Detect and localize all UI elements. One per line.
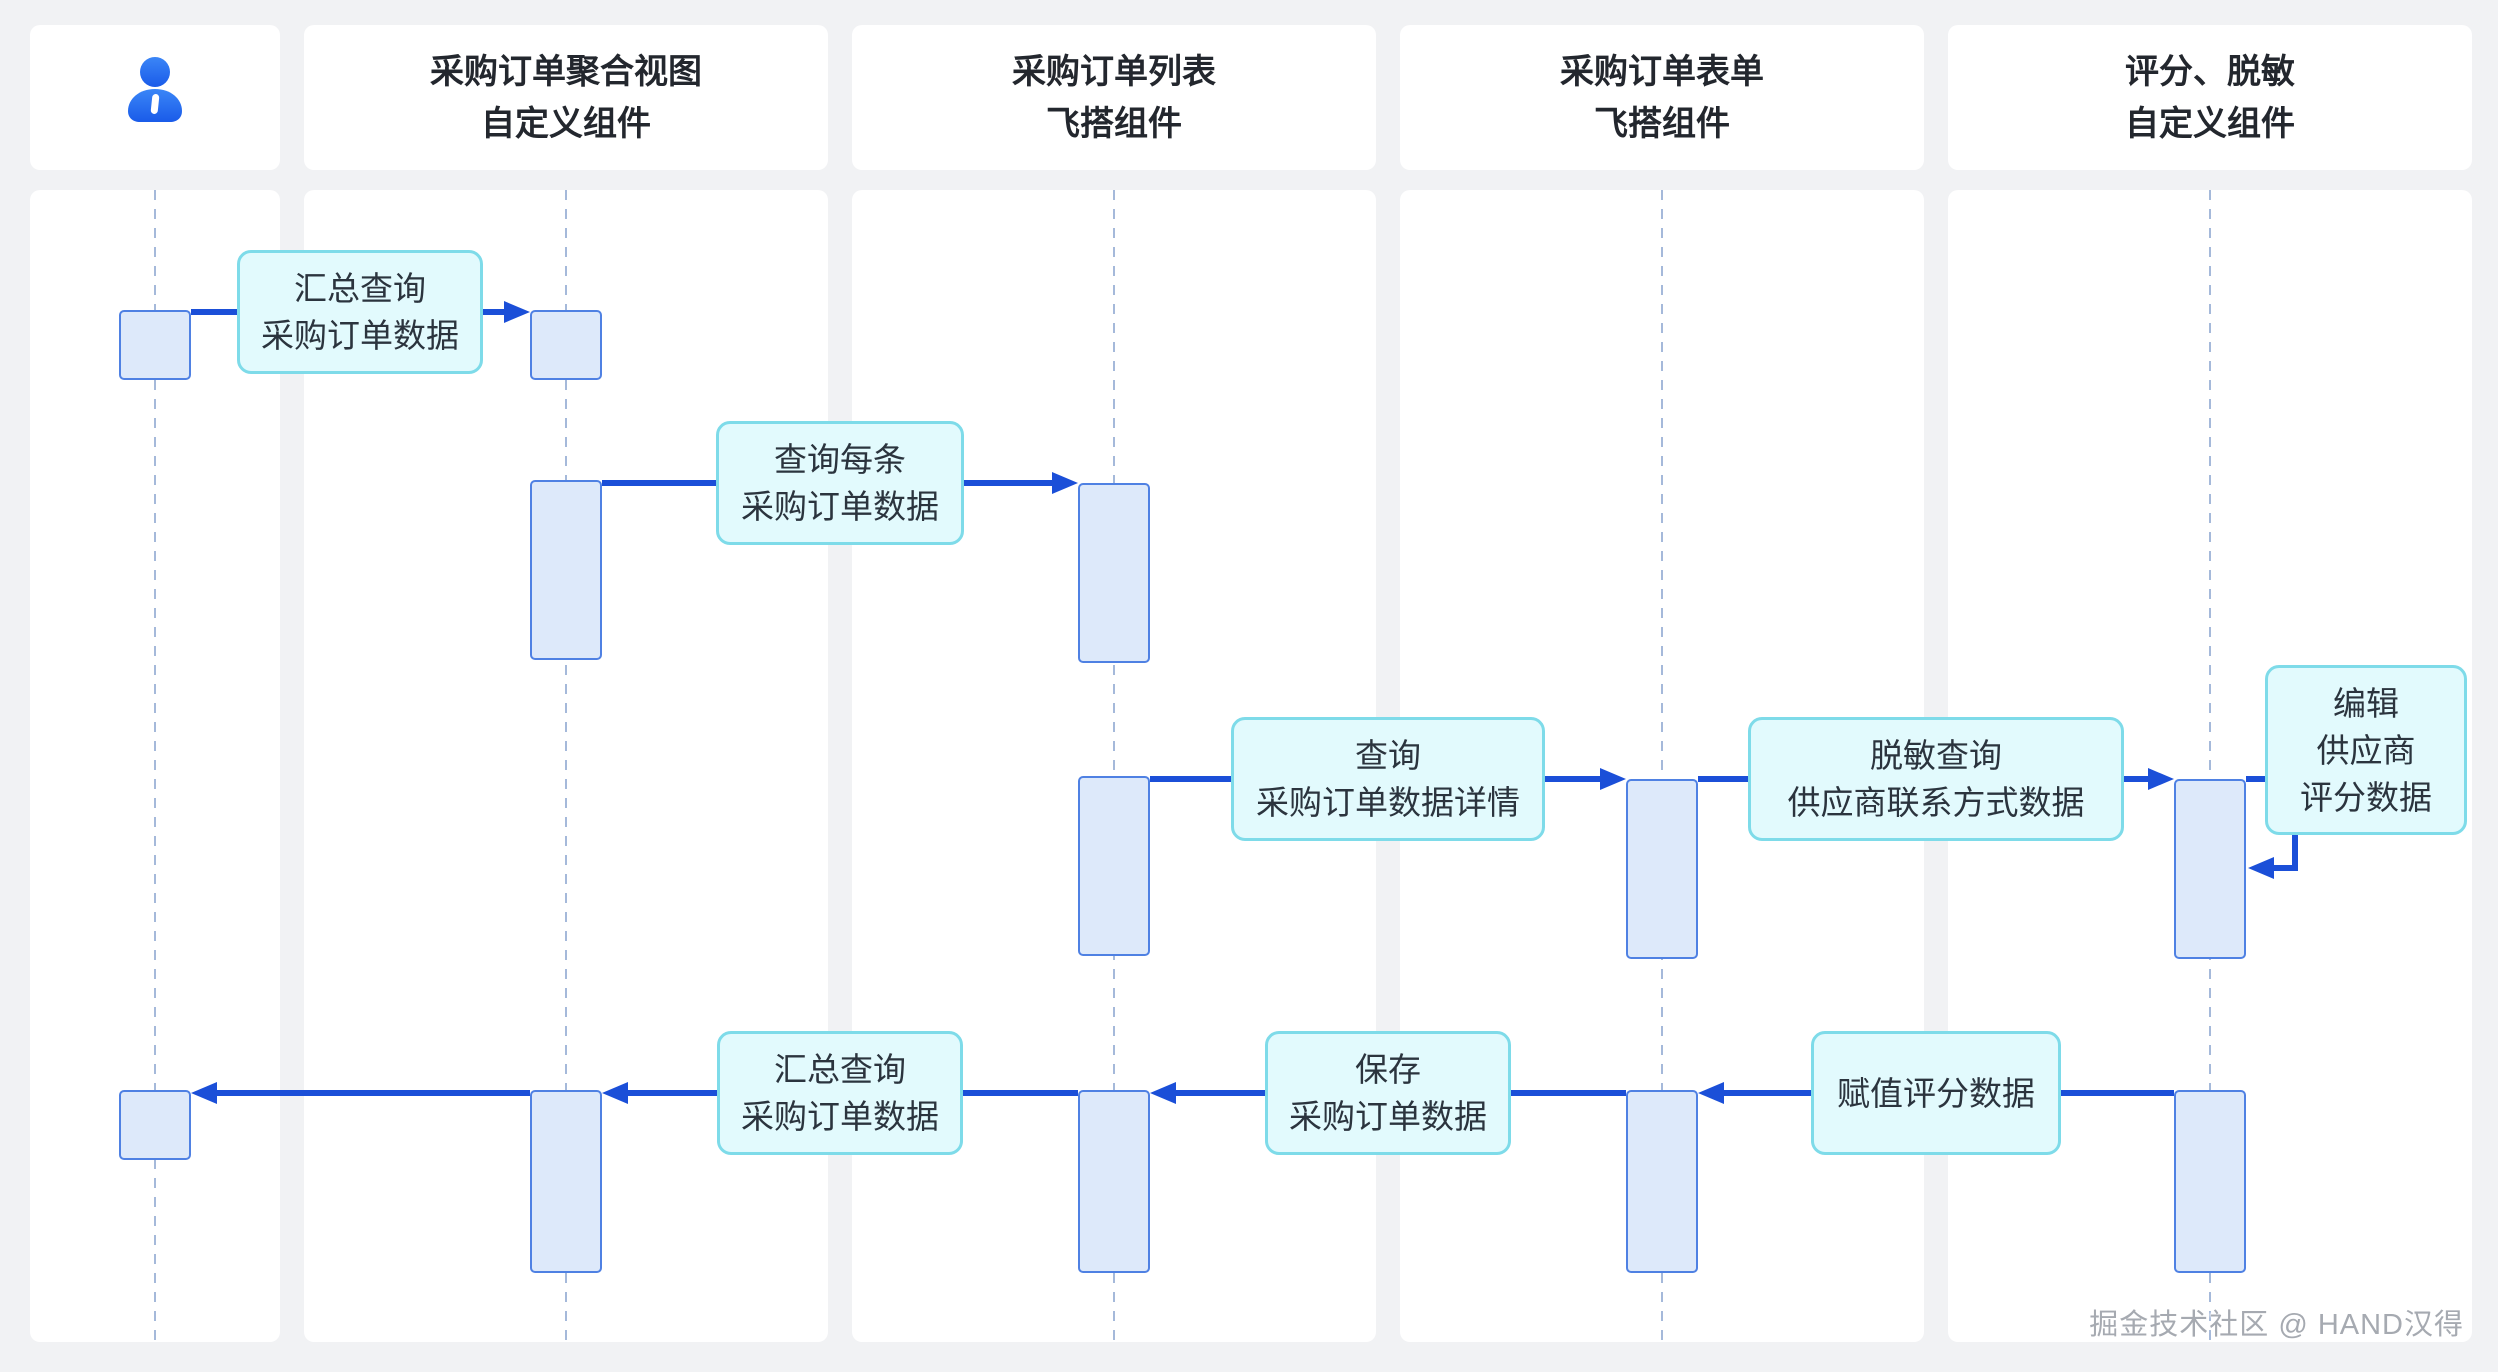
participant-title-line: 自定义组件	[481, 104, 651, 143]
arrowhead-left	[1150, 1082, 1176, 1104]
activation-form-2	[1626, 1090, 1698, 1273]
message-label: 查询 采购订单数据详情	[1231, 717, 1545, 841]
participant-title-line: 评分、脱敏	[2125, 52, 2295, 91]
activation-user-1	[119, 310, 191, 380]
message-label-line: 采购订单数据详情	[1256, 784, 1520, 821]
message-line	[215, 1090, 530, 1096]
activation-list-3	[1078, 1090, 1150, 1273]
arrowhead-left	[602, 1082, 628, 1104]
arrowhead-left	[191, 1082, 217, 1104]
message-label-line: 采购订单数据	[261, 317, 459, 354]
lifeline-score-masking	[2209, 190, 2211, 1342]
message-label: 查询每条 采购订单数据	[716, 421, 964, 545]
activation-form-1	[1626, 779, 1698, 959]
participant-title-line: 采购订单聚合视图	[430, 52, 702, 91]
watermark: 掘金技术社区 @ HAND汉得	[2089, 1309, 2464, 1341]
activation-score-2	[2174, 1090, 2246, 1273]
activation-score-1	[2174, 779, 2246, 959]
arrowhead-right	[504, 301, 530, 323]
activation-aggregate-1	[530, 310, 602, 380]
message-label-line: 供应商联系方式数据	[1787, 784, 2085, 821]
message-label: 编辑 供应商 评分数据	[2265, 665, 2467, 835]
message-label: 汇总查询 采购订单数据	[237, 250, 483, 374]
participant-score-masking: 评分、脱敏 自定义组件	[1948, 25, 2472, 170]
activation-list-1	[1078, 483, 1150, 663]
message-label-line: 汇总查询	[774, 1051, 906, 1088]
participant-title-line: 自定义组件	[2125, 104, 2295, 143]
arrowhead-left	[2248, 857, 2274, 879]
message-label: 汇总查询 采购订单数据	[717, 1031, 963, 1155]
message-label-line: 查询	[1355, 737, 1421, 774]
activation-user-2	[119, 1090, 191, 1160]
message-label-line: 汇总查询	[294, 270, 426, 307]
participant-po-list: 采购订单列表 飞搭组件	[852, 25, 1376, 170]
participant-po-aggregate-view: 采购订单聚合视图 自定义组件	[304, 25, 828, 170]
participant-po-form: 采购订单表单 飞搭组件	[1400, 25, 1924, 170]
activation-aggregate-3	[530, 1090, 602, 1273]
message-label-line: 供应商	[2316, 731, 2416, 769]
participant-title-line: 采购订单表单	[1560, 52, 1764, 91]
message-label-line: 采购订单数据	[1289, 1098, 1487, 1135]
message-label-line: 采购订单数据	[741, 488, 939, 525]
participant-title-line: 采购订单列表	[1012, 52, 1216, 91]
arrowhead-left	[1698, 1082, 1724, 1104]
lifeline-po-aggregate-view	[565, 190, 567, 1342]
message-label-line: 编辑	[2333, 684, 2399, 722]
lifeline-po-form	[1661, 190, 1663, 1342]
activation-list-2	[1078, 776, 1150, 956]
message-label-line: 保存	[1355, 1051, 1421, 1088]
lifeline-po-list	[1113, 190, 1115, 1342]
message-label-line: 查询每条	[774, 441, 906, 478]
participant-title-line: 飞搭组件	[1046, 104, 1182, 143]
message-label: 保存 采购订单数据	[1265, 1031, 1511, 1155]
arrowhead-right	[1600, 768, 1626, 790]
participant-title-line: 飞搭组件	[1594, 104, 1730, 143]
lifeline-user	[154, 190, 156, 1342]
message-label: 脱敏查询 供应商联系方式数据	[1748, 717, 2124, 841]
participant-user	[30, 25, 280, 170]
self-message-out-line	[2246, 776, 2268, 782]
message-label: 赋值评分数据	[1811, 1031, 2061, 1155]
message-label-line: 脱敏查询	[1870, 737, 2002, 774]
self-message-down-line	[2292, 835, 2298, 871]
user-icon	[125, 56, 185, 139]
arrowhead-right	[2148, 768, 2174, 790]
message-label-line: 采购订单数据	[741, 1098, 939, 1135]
activation-aggregate-2	[530, 480, 602, 660]
message-label-line: 评分数据	[2300, 778, 2432, 816]
arrowhead-right	[1052, 472, 1078, 494]
self-message-return-line	[2272, 865, 2298, 871]
message-label-line: 赋值评分数据	[1837, 1074, 2035, 1112]
